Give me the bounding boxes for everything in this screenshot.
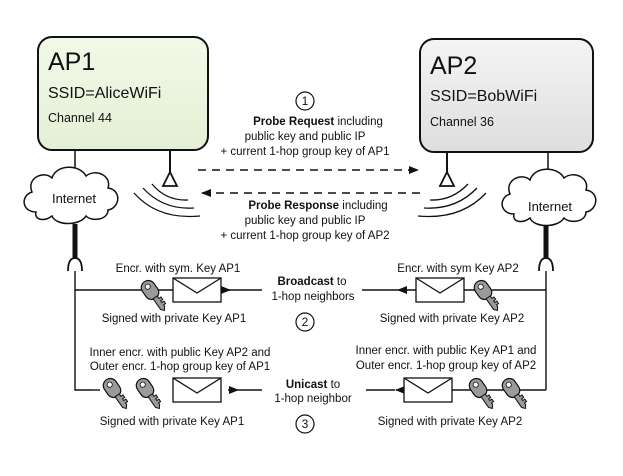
sym-key-ap1-icon (137, 277, 171, 316)
internet-label-left: Internet (52, 191, 96, 206)
probe-response-line3: + current 1-hop group key of AP2 (220, 230, 389, 242)
broadcast-center-line2: 1-hop neighbors (271, 291, 354, 303)
step-3-badge: 3 (295, 414, 315, 434)
crossing-right-icon (538, 257, 554, 272)
internet-label-right: Internet (528, 199, 572, 214)
broadcast-right-top: Encr. with sym Key AP2 (397, 263, 518, 275)
step-1-badge: 1 (295, 91, 315, 111)
crossing-left-icon (67, 257, 83, 272)
ap2-box: AP2 SSID=BobWiFi Channel 36 (419, 38, 594, 153)
internet-cloud-left-icon: Internet (23, 166, 119, 225)
ap2-channel: Channel 36 (430, 115, 494, 129)
ap2-ssid: SSID=BobWiFi (430, 88, 537, 105)
ap1-ssid: SSID=AliceWiFi (48, 85, 161, 102)
probe-request-title: Probe Request including (253, 116, 383, 128)
ap2-antenna-icon (417, 152, 487, 218)
unicast-left-top2: Outer encr. 1-hop group key of AP1 (90, 361, 270, 373)
unicast-center-line2: 1-hop neighbor (274, 393, 352, 405)
unicast-left-bottom: Signed with private Key AP1 (100, 416, 244, 428)
broadcast-right-bottom: Signed with private Key AP2 (380, 313, 524, 325)
ap1-box: AP1 SSID=AliceWiFi Channel 44 (37, 36, 209, 151)
key-2-ap2-unicast-icon (498, 375, 532, 414)
probe-request-line2: public key and public IP (245, 131, 366, 143)
envelope-unicast-ap1-icon (172, 377, 222, 403)
ap1-name: AP1 (48, 48, 95, 76)
step-2-badge: 2 (295, 312, 315, 332)
ap1-channel: Channel 44 (48, 111, 112, 125)
unicast-right-top2: Outer encr. 1-hop group key of AP2 (356, 360, 536, 372)
envelope-broadcast-ap2-icon (415, 277, 465, 303)
svg-text:2: 2 (302, 315, 309, 329)
probe-response-title: Probe Response including (248, 200, 387, 212)
svg-text:3: 3 (302, 417, 309, 431)
sym-key-ap2-icon (470, 277, 504, 316)
key-1-ap2-unicast-icon (465, 375, 499, 414)
key-2-ap1-unicast-icon (132, 375, 166, 414)
probe-request-line3: + current 1-hop group key of AP1 (220, 146, 389, 158)
envelope-broadcast-ap1-icon (172, 277, 222, 303)
ap2-name: AP2 (430, 52, 477, 80)
unicast-center-title: Unicast to (286, 379, 340, 391)
probe-response-line2: public key and public IP (245, 215, 366, 227)
broadcast-center-title: Broadcast to (277, 276, 346, 288)
unicast-right-top1: Inner encr. with public Key AP1 and (356, 345, 537, 357)
ap1-antenna-icon (133, 150, 201, 218)
unicast-left-top1: Inner encr. with public Key AP2 and (90, 347, 271, 359)
broadcast-left-bottom: Signed with private Key AP1 (102, 313, 246, 325)
envelope-unicast-ap2-icon (403, 377, 453, 403)
svg-text:1: 1 (302, 94, 309, 108)
broadcast-left-top: Encr. with sym. Key AP1 (116, 263, 241, 275)
unicast-right-bottom: Signed with private Key AP2 (378, 416, 522, 428)
internet-cloud-right-icon: Internet (501, 168, 597, 227)
key-1-ap1-unicast-icon (99, 375, 133, 414)
